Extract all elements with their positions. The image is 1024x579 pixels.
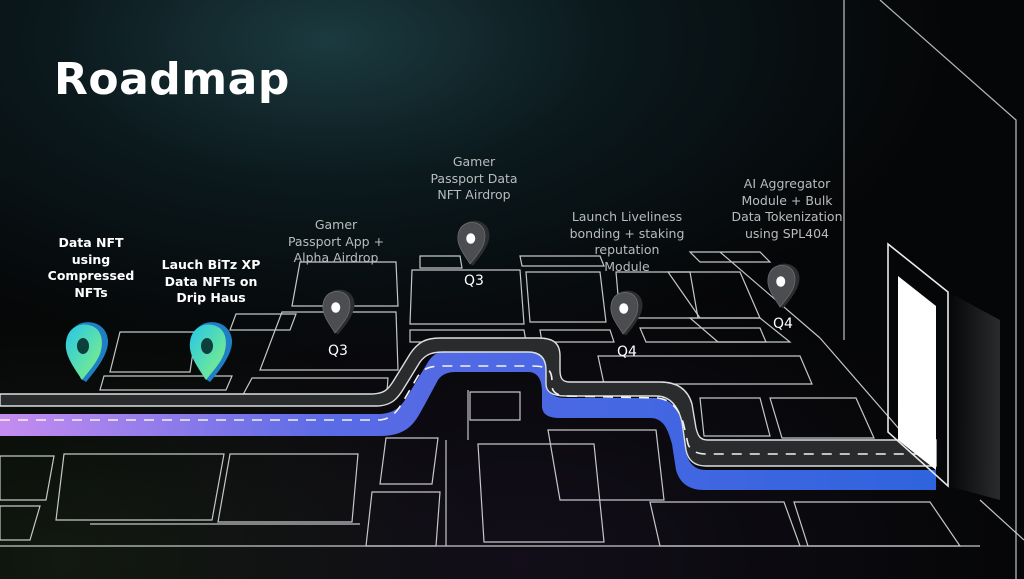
- map-pin-icon: [610, 290, 643, 336]
- map-pin-icon: [65, 322, 109, 382]
- map-pin-icon: [322, 289, 355, 335]
- milestone-quarter-5: Q4: [617, 344, 637, 360]
- exit-door: [887, 242, 1000, 500]
- wall-lines: [843, 0, 1017, 579]
- milestone-quarter-4: Q3: [464, 273, 484, 289]
- map-pin-icon: [457, 220, 490, 266]
- map-pin-icon: [767, 263, 800, 309]
- map-pin-icon: [189, 322, 233, 382]
- page-title: Roadmap: [54, 54, 290, 105]
- milestone-quarter-3: Q3: [328, 343, 348, 359]
- milestone-quarter-6: Q4: [773, 316, 793, 332]
- road-lane-markings: [0, 365, 930, 455]
- road-side: [0, 352, 936, 490]
